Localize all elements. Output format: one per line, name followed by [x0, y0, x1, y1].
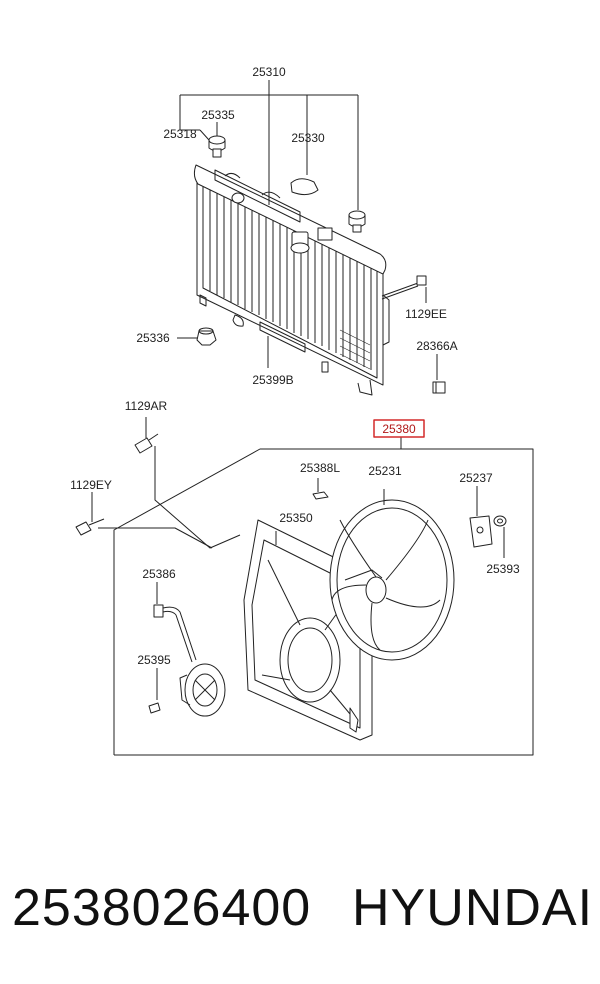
- callout-25336: 25336: [136, 331, 170, 345]
- callout-1129EE: 1129EE: [405, 307, 447, 321]
- part-number: 2538026400: [12, 879, 312, 937]
- grommet-25318: [348, 210, 366, 233]
- leaders-upper: [177, 80, 438, 380]
- screw-25395: [148, 668, 161, 714]
- bolt-1129EE: [381, 275, 427, 300]
- footer-caption: 2538026400 HYUNDAI: [0, 868, 600, 948]
- bolt-1129EY: [75, 492, 105, 536]
- assembly-box: [113, 437, 534, 756]
- bolt-1129AR: [134, 417, 159, 454]
- washer-25393: [493, 515, 507, 558]
- fan-blade: [329, 489, 455, 661]
- callouts: 25310 25335 25318 25330 1129EE 25336 283…: [70, 65, 520, 667]
- callout-25399B: 25399B: [252, 373, 293, 387]
- grommet-25336: [196, 327, 217, 346]
- callout-25393: 25393: [486, 562, 520, 576]
- label-25388L: [312, 478, 329, 500]
- callout-25231: 25231: [368, 464, 402, 478]
- parts-diagram: 25310 25335 25318 25330 1129EE 25336 283…: [70, 65, 534, 756]
- callout-25335: 25335: [201, 108, 235, 122]
- callout-25318: 25318: [163, 127, 197, 141]
- grommet-25335: [208, 135, 226, 158]
- callout-1129AR: 1129AR: [125, 399, 168, 413]
- callout-25395: 25395: [137, 653, 171, 667]
- callout-1129EY: 1129EY: [70, 478, 112, 492]
- connector-25386: [153, 582, 197, 663]
- callout-25330: 25330: [291, 131, 325, 145]
- callout-25310: 25310: [252, 65, 286, 79]
- fan-motor: [179, 663, 226, 717]
- highlight-box: [373, 419, 425, 438]
- brand-name: HYUNDAI: [352, 879, 594, 937]
- radiator: [193, 164, 390, 396]
- bracket-25237: [469, 486, 493, 548]
- reference-lines: [98, 446, 241, 549]
- clip-28366A: [432, 381, 446, 394]
- callout-28366A: 28366A: [416, 339, 457, 353]
- callout-25388L: 25388L: [300, 461, 340, 475]
- callout-25237: 25237: [459, 471, 493, 485]
- callout-25350: 25350: [279, 511, 313, 525]
- callout-25386: 25386: [142, 567, 176, 581]
- callout-25380: 25380: [382, 422, 416, 436]
